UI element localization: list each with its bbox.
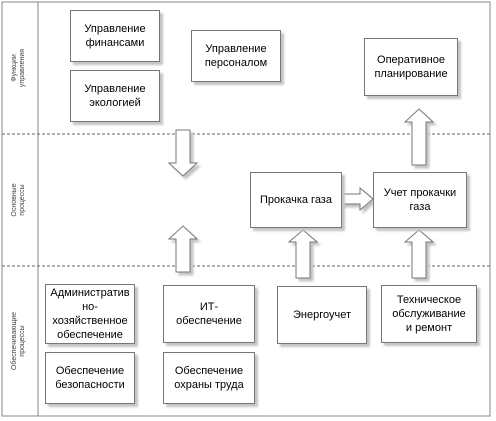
box-administrative-support: Административ но- хозяйственное обеспече… xyxy=(45,284,135,344)
box-gas-pumping: Прокачка газа xyxy=(250,172,342,228)
box-maintenance-repair: Техническое обслуживание и ремонт xyxy=(381,285,477,343)
outer-border xyxy=(1,1,491,417)
box-security-support: Обеспечение безопасности xyxy=(45,352,135,404)
box-personnel-management: Управление персоналом xyxy=(191,30,281,82)
arrow-up-maintenance xyxy=(403,229,435,279)
box-operational-planning: Оперативное планирование xyxy=(364,38,458,96)
box-gas-metering: Учет прокачки газа xyxy=(373,172,467,228)
box-energy-metering: Энергоучет xyxy=(277,286,367,344)
lane-label-supporting-processes: Обеспечивающие процессы xyxy=(11,311,26,371)
box-finance-management: Управление финансами xyxy=(70,10,160,62)
arrow-up-planning xyxy=(403,108,435,166)
arrow-down-management xyxy=(167,129,199,177)
box-ecology-management: Управление экологией xyxy=(70,70,160,122)
box-labor-safety-support: Обеспечение охраны труда xyxy=(163,352,255,404)
box-it-support: ИТ- обеспечение xyxy=(163,285,255,343)
lane-label-core-processes: Основные процессы xyxy=(11,183,26,217)
lane-label-management-functions: Функции управления xyxy=(11,48,26,88)
arrow-up-support xyxy=(167,225,199,273)
arrow-up-energy xyxy=(287,229,319,279)
arrow-right-pumping xyxy=(339,186,374,212)
